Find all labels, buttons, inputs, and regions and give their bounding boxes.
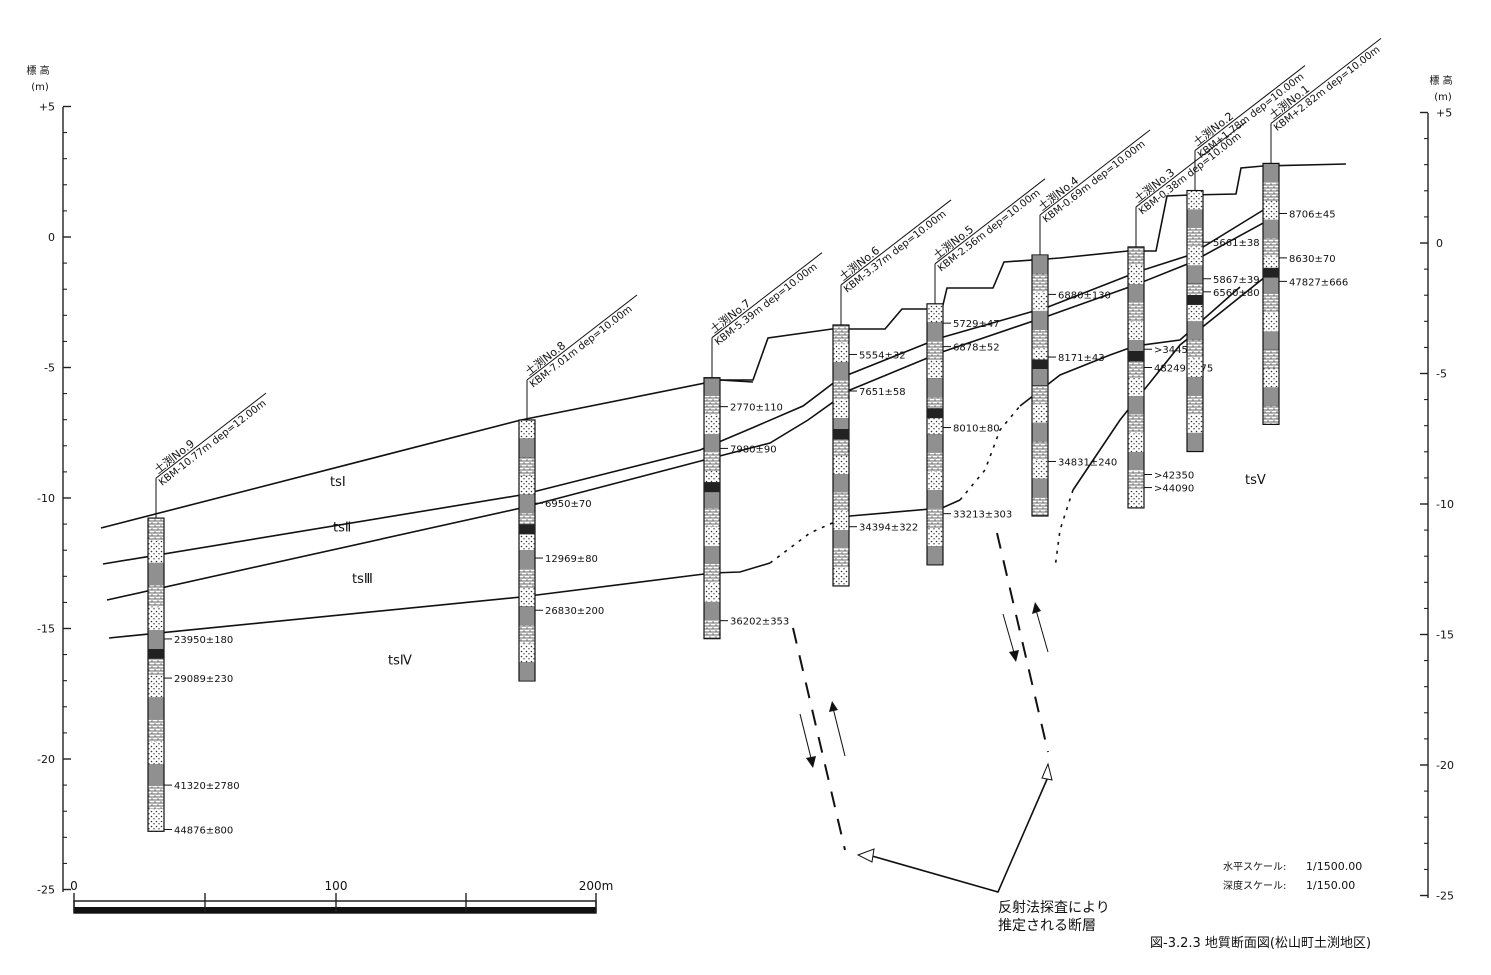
ts2-base-boundary [106,215,1277,601]
fault-arrow-up-right [1032,602,1049,653]
figure-caption: 図-3.2.3 地質断面図(松山町土渕地区) [1150,936,1371,951]
unit-label: tsⅣ [388,654,412,669]
scale-label-0: 0 [70,879,78,893]
radiocarbon-date: 12969±80 [545,554,598,565]
borehole-info: KBM-7.01m dep=10.00m [528,304,634,391]
radiocarbon-date: 34394±322 [859,523,918,534]
left-axis-unit: (m) [31,82,49,93]
left-axis-label: 標 高 [26,64,49,77]
horizontal-scale-bar: 0 100 200m [70,879,614,914]
left-tick-label: -10 [37,492,55,505]
radiocarbon-date: >34450 [1154,345,1194,356]
radiocarbon-date: 29089±230 [174,674,233,685]
right-tick-label: -20 [1436,759,1454,772]
radiocarbon-date: 48249±675 [1154,364,1213,375]
radiocarbon-date: 44876±800 [174,825,233,836]
fault-arrow-down-right [1002,613,1019,662]
left-tick-label: -20 [37,753,55,766]
scale-label-100: 100 [325,879,348,893]
right-tick-label: 0 [1436,237,1443,250]
radiocarbon-date: 26830±200 [545,606,604,617]
radiocarbon-date: 5661±38 [1213,238,1260,249]
right-axis-unit: (m) [1434,92,1452,103]
unit-label: tsⅠ [330,475,346,490]
ts1-base-boundary [102,208,1266,565]
h-scale-label: 水平スケール: [1223,861,1286,873]
left-tick-label: 0 [48,231,55,244]
borehole-info: KBM-5.39m dep=10.00m [713,262,819,349]
ts1-top-boundary [100,379,754,529]
radiocarbon-date: 8171±43 [1058,353,1105,364]
left-elevation-axis: 標 高 (m) +5 0 -5 -10 -15 -20 -25 [26,64,71,897]
radiocarbon-date: 6950±70 [545,499,592,510]
ts3-base-boundary [108,562,771,639]
scale-legend: 水平スケール: 1/1500.00 深度スケール: 1/150.00 [1223,860,1362,892]
radiocarbon-date: 34831±240 [1058,457,1117,468]
radiocarbon-date: 23950±180 [174,635,233,646]
stratigraphic-boundaries [100,163,1347,639]
right-tick-label: -15 [1436,629,1454,642]
scale-label-200: 200m [579,879,614,893]
radiocarbon-date: 41320±2780 [174,781,240,792]
right-elevation-axis: 標 高 (m) +5 0 -5 -10 -15 -20 -25 [1420,74,1454,903]
borehole-info: KBM-2.56m dep=10.00m [936,188,1042,275]
v-scale-label: 深度スケール: [1223,879,1286,892]
radiocarbon-date: 33213±303 [953,510,1012,521]
left-tick-label: -25 [37,884,55,897]
ground-surface-profile [720,163,1347,381]
left-tick-label: -15 [37,623,55,636]
left-tick-label: +5 [39,101,55,114]
radiocarbon-date: 5554±32 [859,350,906,361]
unit-label: tsⅡ [333,521,351,536]
left-tick-label: -5 [44,362,55,375]
radiocarbon-date: 7980±90 [730,444,777,455]
fault-callout-leader [856,762,1053,893]
right-tick-label: -5 [1436,368,1447,381]
radiocarbon-date: 36202±353 [730,617,789,628]
v-scale-value: 1/150.00 [1306,879,1355,892]
radiocarbon-date: >42350 [1154,471,1194,482]
radiocarbon-date: >44090 [1154,484,1194,495]
right-tick-label: -10 [1436,498,1454,511]
h-scale-value: 1/1500.00 [1306,860,1362,873]
radiocarbon-date: 7651±58 [859,387,906,398]
unit-label: tsⅢ [352,572,373,587]
unit-label: tsⅤ [1245,473,1266,488]
right-axis-label: 標 高 [1429,74,1452,87]
radiocarbon-date: 5867±39 [1213,275,1260,286]
right-tick-label: -25 [1436,890,1454,903]
fault-note-line2: 推定される断層 [998,918,1096,934]
inferred-faults [792,532,1053,893]
right-tick-label: +5 [1436,107,1452,120]
radiocarbon-date: 8706±45 [1289,210,1336,221]
fault-arrow-up-left [829,701,846,757]
borehole-info: KBM-10.77m dep=12.00m [157,398,268,488]
borehole-info: KBM-0.69m dep=10.00m [1041,139,1147,226]
radiocarbon-date: 8010±80 [953,424,1000,435]
radiocarbon-date: 2770±110 [730,403,783,414]
radiocarbon-date: 8630±70 [1289,254,1336,265]
unit-labels: tsⅠ tsⅡ tsⅢ tsⅣ tsⅤ [330,473,1266,668]
radiocarbon-date: 47827±666 [1289,277,1348,288]
fault-annotation: 反射法探査により 推定される断層 [998,900,1110,934]
radiocarbon-date: 6878±52 [953,343,1000,354]
fault-arrow-down-left [799,713,816,768]
radiocarbon-date: 6560±80 [1213,288,1260,299]
radiocarbon-date: 6880±130 [1058,290,1111,301]
radiocarbon-date: 5729±47 [953,319,1000,330]
fault-note-line1: 反射法探査により [998,900,1110,916]
